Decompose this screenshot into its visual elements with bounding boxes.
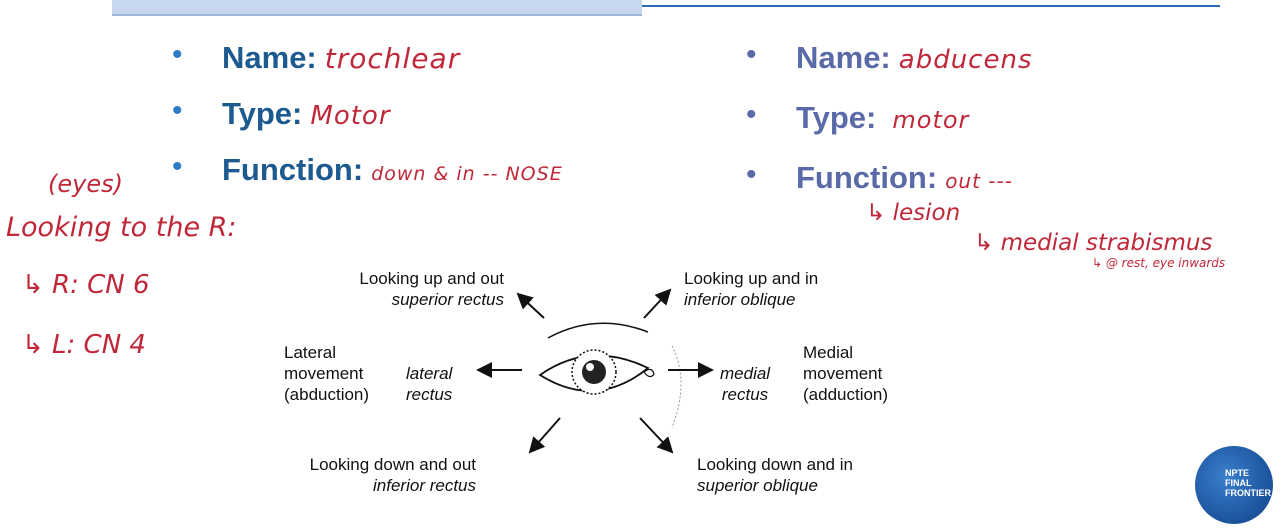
label: Function: [796,160,938,195]
tear-duct [643,368,655,378]
right-function-item: • Function: out --- [746,158,1033,216]
left-function-item: • Function: down & in -- NOSE [172,150,563,208]
label: Name: [796,40,891,75]
abducens-list: • Name:abducens • Type: motor • Function: out… [746,38,1033,208]
left-name-item: • Name:trochlear [172,38,563,96]
arrow-down-out [528,417,561,454]
handwritten-value: Motor [310,101,391,131]
pupil-icon [582,360,606,384]
note-looking: Looking to the R: [6,212,237,243]
arrow-down-in [639,417,674,454]
bullet-icon: • [172,94,183,127]
arrow-up-in [643,288,672,319]
handwritten-value: out --- [945,169,1013,193]
npte-logo: NPTE FINAL FRONTIER [1195,446,1273,524]
handwritten-value: motor [892,106,970,134]
trochlear-list: • Name:trochlear • Type:Motor • Function: do… [172,38,563,208]
eye-highlight [586,363,594,371]
bullet-icon: • [172,150,183,183]
bullet-icon: • [746,98,757,131]
note-strabismus: ↳ medial strabismus [974,230,1213,256]
left-type-item: • Type:Motor [172,94,563,152]
nose-contour [671,345,682,429]
right-name-item: • Name:abducens [746,38,1033,96]
handwritten-value: abducens [898,45,1033,75]
right-type-item: • Type: motor [746,98,1033,156]
note-eyes: (eyes) [48,170,123,198]
bullet-icon: • [746,158,757,191]
label: Type: [796,100,877,135]
handwritten-value: trochlear [324,42,461,75]
note-lesion: ↳ lesion [866,200,961,226]
note-r-cn: ↳ R: CN 6 [22,270,150,300]
title-underline [642,5,1220,7]
handwritten-value: down & in -- NOSE [371,163,563,185]
bullet-icon: • [172,38,183,71]
bullet-icon: • [746,38,757,71]
label: Name: [222,40,317,75]
title-bar-fragment [112,0,642,16]
note-l-cn: ↳ L: CN 4 [22,330,146,360]
label: Function: [222,152,364,187]
note-rest: ↳ @ rest, eye inwards [1092,256,1226,270]
arrow-up-out [516,292,545,319]
eyebrow [547,322,649,339]
label: Type: [222,96,303,131]
